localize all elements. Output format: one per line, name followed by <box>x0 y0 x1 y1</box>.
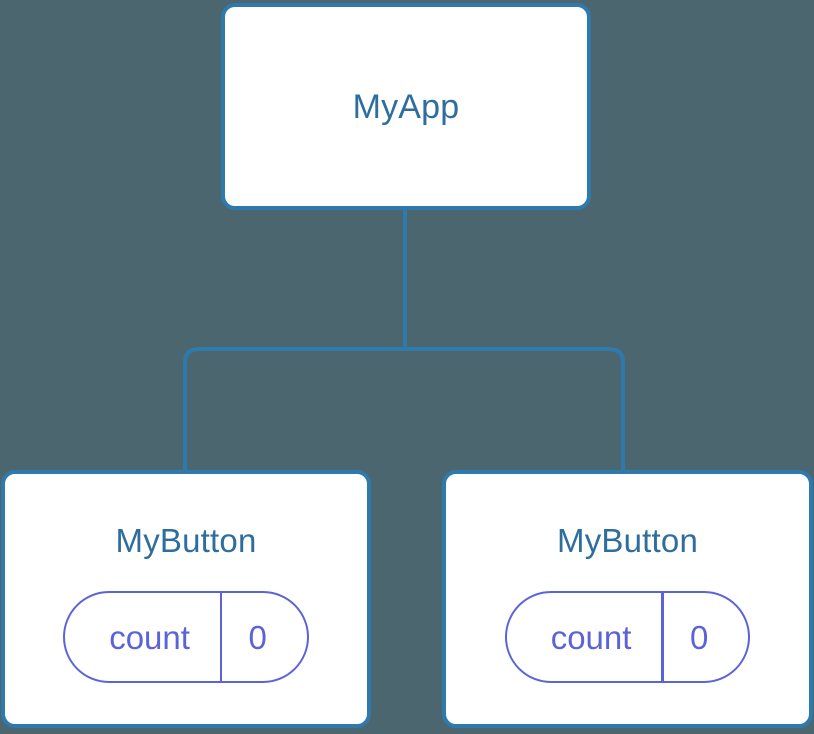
state-pill-key: count <box>550 618 632 656</box>
component-node-title: MyButton <box>115 522 257 559</box>
state-pill-value: 0 <box>689 618 709 656</box>
edge-root-to-child-right <box>405 347 625 472</box>
edge-root-to-child-left <box>183 347 405 472</box>
component-node-myapp[interactable]: MyApp <box>221 3 591 210</box>
component-node-title: MyApp <box>352 87 460 126</box>
state-pill-value: 0 <box>248 618 267 656</box>
state-pill-key: count <box>109 618 190 656</box>
state-pill-divider <box>661 593 664 681</box>
state-pill[interactable]: count 0 <box>504 591 751 683</box>
state-pill[interactable]: count 0 <box>63 591 309 683</box>
component-node-title: MyButton <box>557 522 698 559</box>
state-pill-divider <box>219 593 223 681</box>
component-node-mybutton-1[interactable]: MyButton count 0 <box>1 470 371 728</box>
component-node-mybutton-2[interactable]: MyButton count 0 <box>442 470 813 728</box>
